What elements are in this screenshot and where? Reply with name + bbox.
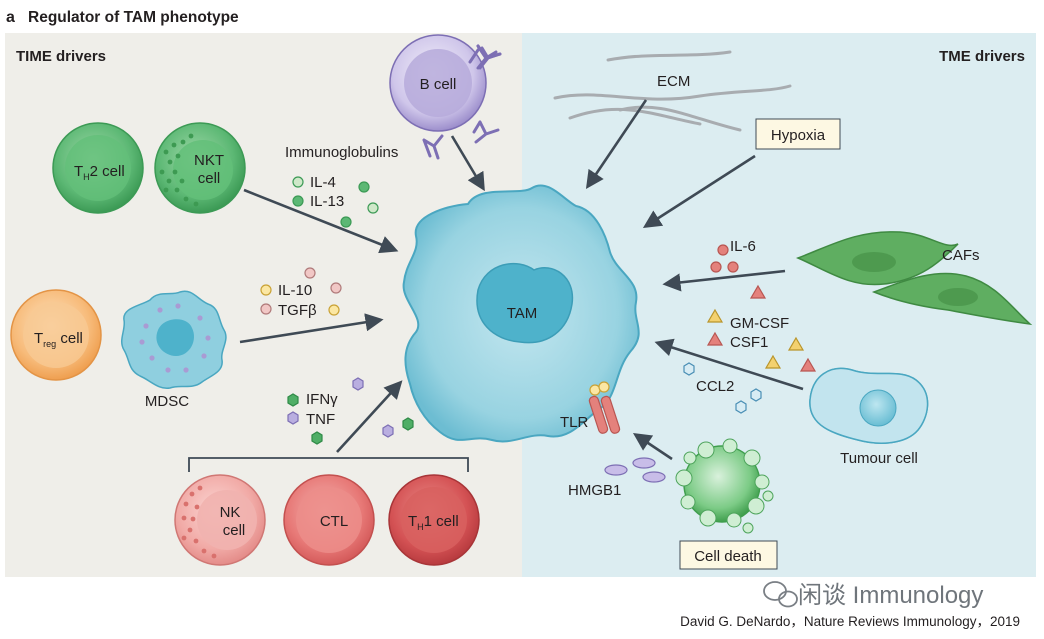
ccl2-label: CCL2 — [696, 378, 734, 395]
treg-cell: Treg cell — [10, 289, 102, 381]
th1-label: TH1 cell — [408, 513, 459, 532]
nk-label-line1: NK — [220, 504, 241, 521]
csf1-label: CSF1 — [730, 334, 768, 351]
b-cell-label: B cell — [420, 76, 457, 93]
th1-cell: TH1 cell — [388, 474, 480, 566]
triangle-icon — [787, 336, 805, 351]
tam-nucleus — [476, 262, 574, 344]
hexagon-icon — [287, 393, 299, 407]
nk-granules — [181, 485, 217, 559]
nk-label-line2: cell — [223, 522, 246, 539]
antibody-icon — [472, 120, 500, 144]
ctl-cell: CTL — [283, 474, 375, 566]
figure-title: Regulator of TAM phenotype — [28, 9, 239, 26]
tnf-label: TNF — [306, 411, 335, 428]
citation: David G. DeNardo，Nature Reviews Immunolo… — [680, 614, 1020, 629]
nkt-granules — [159, 133, 199, 207]
cafs: CAFs — [795, 231, 1033, 326]
mdsc-label: MDSC — [145, 393, 189, 410]
arrow-treg-to-tam — [239, 313, 384, 344]
arrow-th2-to-tam — [243, 188, 399, 254]
il6-cytokines — [710, 244, 739, 273]
hmgb1-label: HMGB1 — [568, 482, 621, 499]
hexagon-icon — [750, 388, 762, 402]
arrow-bcell-to-tam — [450, 135, 485, 192]
gmcsf-csf1-factors — [706, 284, 817, 372]
il4-il13-cytokines — [292, 176, 379, 228]
immunoglobulins-label: Immunoglobulins — [285, 144, 398, 161]
tam-cell: TAM — [402, 184, 640, 443]
mdsc-granules — [139, 303, 211, 373]
il4-label: IL-4 — [310, 174, 336, 191]
antibody-icons — [422, 44, 502, 160]
th2-label: TH2 cell — [74, 163, 125, 182]
triangle-icon — [799, 357, 817, 372]
antibody-icon — [422, 134, 444, 160]
triangle-icon — [749, 284, 767, 299]
th2-cell: TH2 cell — [52, 122, 144, 214]
arrow-hypoxia-to-tam — [642, 154, 756, 228]
triangle-icon — [706, 331, 724, 346]
arrow-death-to-tlr — [632, 432, 673, 461]
treg-label: Treg cell — [34, 330, 83, 349]
gmcsf-label: GM-CSF — [730, 315, 789, 332]
triangle-icon — [764, 354, 782, 369]
watermark: 闲谈 Immunology — [798, 582, 983, 609]
tlr-receptor — [588, 381, 621, 434]
nkt-cell: NKT cell — [154, 122, 246, 214]
ecm-fibres — [553, 50, 792, 132]
nkt-label-line1: NKT — [194, 152, 224, 169]
cell-death-box — [679, 540, 778, 570]
b-cell: B cell — [389, 34, 487, 132]
hexagon-icon — [287, 411, 299, 425]
hypoxia-label: Hypoxia — [771, 127, 826, 144]
hexagon-icon — [382, 424, 394, 438]
triangle-icon — [706, 308, 724, 323]
il10-tgfb-cytokines — [260, 267, 342, 316]
cytotoxic-group-bracket — [188, 457, 469, 472]
left-heading: TIME drivers — [16, 48, 106, 65]
cell-death-label: Cell death — [694, 548, 762, 565]
tumour-cell: Tumour cell — [809, 367, 929, 467]
ecm-label: ECM — [657, 73, 690, 90]
ccl2-chemokines — [683, 362, 762, 414]
il10-label: IL-10 — [278, 282, 312, 299]
nk-cell: NK cell — [174, 474, 266, 566]
hexagon-icon — [311, 431, 323, 445]
dying-cell — [675, 438, 774, 534]
arrow-cafs-to-tam — [662, 269, 786, 292]
arrow-ecm-to-tam — [585, 99, 648, 190]
ifng-tnf-cytokines — [287, 377, 414, 445]
tam-label: TAM — [507, 305, 538, 322]
hexagon-icon — [683, 362, 695, 376]
hexagon-icon — [735, 400, 747, 414]
il13-label: IL-13 — [310, 193, 344, 210]
nkt-label-line2: cell — [198, 170, 221, 187]
hmgb1-molecules — [604, 457, 666, 483]
arrow-cytotoxic-to-tam — [336, 380, 403, 453]
hexagon-icon — [352, 377, 364, 391]
arrows — [239, 99, 804, 461]
ctl-label: CTL — [320, 513, 348, 530]
right-heading: TME drivers — [939, 48, 1025, 65]
panel-letter: a — [6, 9, 15, 26]
arrow-tumour-to-tam — [654, 338, 804, 391]
tumour-label: Tumour cell — [840, 450, 918, 467]
cafs-label: CAFs — [942, 247, 980, 264]
tlr-label: TLR — [560, 414, 589, 431]
il6-label: IL-6 — [730, 238, 756, 255]
mdsc-cell: MDSC — [121, 290, 227, 410]
tgfb-label: TGFβ — [278, 302, 317, 319]
wechat-icon — [763, 581, 798, 608]
ifng-label: IFNγ — [306, 391, 338, 408]
hexagon-icon — [402, 417, 414, 431]
hypoxia-box — [755, 118, 841, 150]
